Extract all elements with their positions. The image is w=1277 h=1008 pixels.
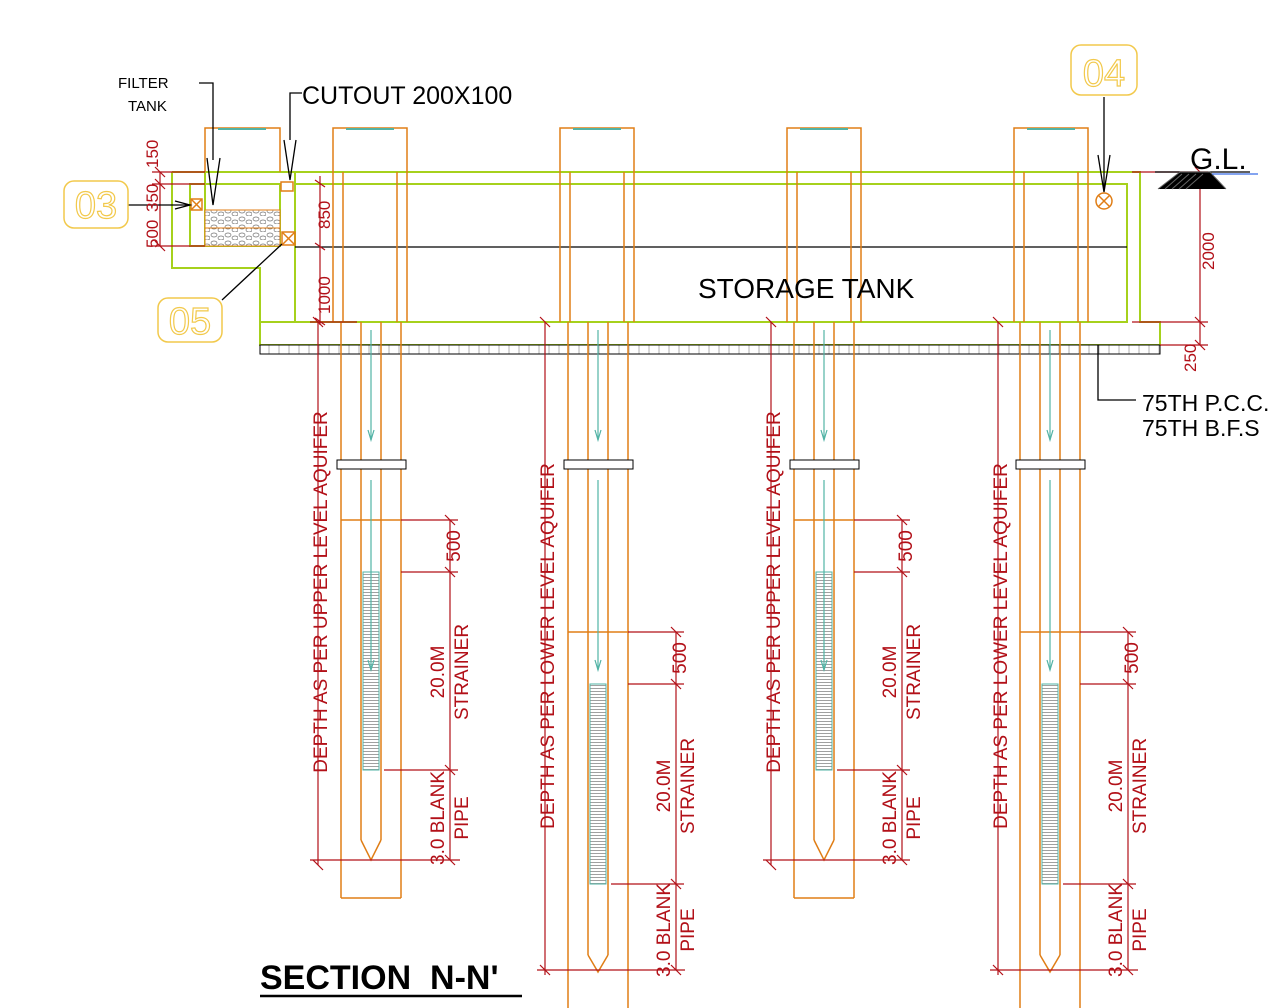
well-2-pipe-len: 3.0 BLANK [654,883,675,977]
well-1-pipe: PIPE [452,796,473,839]
well-3-labels: DEPTH AS PER UPPER LEVEL AQUIFER 500 20.… [764,411,925,865]
tag-boxes [63,44,1138,343]
well-3-depth: DEPTH AS PER UPPER LEVEL AQUIFER [764,411,785,772]
well-4-pipe: PIPE [1130,908,1151,951]
valve-05-symbol [281,231,296,246]
cutout-box [280,181,294,192]
pcc-base [259,344,1161,355]
well-1-depth: DEPTH AS PER UPPER LEVEL AQUIFER [311,411,332,772]
ground-hatch [1157,171,1227,190]
well-4-pipe-len: 3.0 BLANK [1106,883,1127,977]
well-2 [563,322,634,1008]
well-1-pipe-len: 3.0 BLANK [428,771,449,865]
tag-05: 05 [169,301,211,343]
bf-label: 75TH B.F.S [1142,415,1260,441]
well-1-blank: 500 [444,530,465,562]
well-1-strainer-len: 20.0M [428,646,449,699]
well-4-strainer: STRAINER [1130,738,1151,834]
valve-04-symbol [1095,192,1113,210]
dim-350: 350 [143,184,162,212]
storage-tank-label: STORAGE TANK [698,273,915,304]
section-title: SECTION N-N' [260,959,499,997]
well-2-blank: 500 [670,642,691,674]
dim-2000: 2000 [1199,232,1218,270]
well-4-depth: DEPTH AS PER LOWER LEVEL AQUIFER [991,463,1012,829]
well-2-strainer-len: 20.0M [654,760,675,813]
dim-250: 250 [1181,344,1200,372]
dim-500: 500 [143,220,162,248]
dim-850: 850 [315,201,334,229]
dim-150: 150 [143,140,162,168]
well-3-strainer-len: 20.0M [880,646,901,699]
well-1 [336,322,407,899]
dimension-lines [152,166,1208,976]
tag-04: 04 [1083,53,1125,95]
well-4-strainer-len: 20.0M [1106,760,1127,813]
well-1-strainer: STRAINER [452,624,473,720]
cutout-label: CUTOUT 200X100 [302,82,512,110]
well-2-labels: DEPTH AS PER LOWER LEVEL AQUIFER 500 20.… [538,463,699,977]
pcc-label: 75TH P.C.C. [1142,390,1269,416]
filter-tank-label-2: TANK [128,98,167,115]
well-2-strainer: STRAINER [678,738,699,834]
filter-tank-outline [171,172,295,323]
well-3-strainer: STRAINER [904,624,925,720]
storage-tank-inner [295,183,1128,323]
manhole-risers [204,127,1089,322]
valve-03-symbol [190,198,203,211]
well-3-blank: 500 [896,530,917,562]
well-3-pipe: PIPE [904,796,925,839]
well-3 [789,322,860,899]
well-3-pipe-len: 3.0 BLANK [880,771,901,865]
well-4-labels: DEPTH AS PER LOWER LEVEL AQUIFER 500 20.… [991,463,1151,977]
ground-level-label: G.L. [1190,143,1247,176]
dim-1000: 1000 [315,276,334,314]
tag-03: 03 [75,185,117,227]
well-2-depth: DEPTH AS PER LOWER LEVEL AQUIFER [538,463,559,829]
well-4-blank: 500 [1122,642,1143,674]
well-1-labels: DEPTH AS PER UPPER LEVEL AQUIFER 500 20.… [311,411,473,865]
well-4 [1015,322,1086,1008]
filter-tank-label-1: FILTER [118,75,169,92]
well-2-pipe: PIPE [678,908,699,951]
